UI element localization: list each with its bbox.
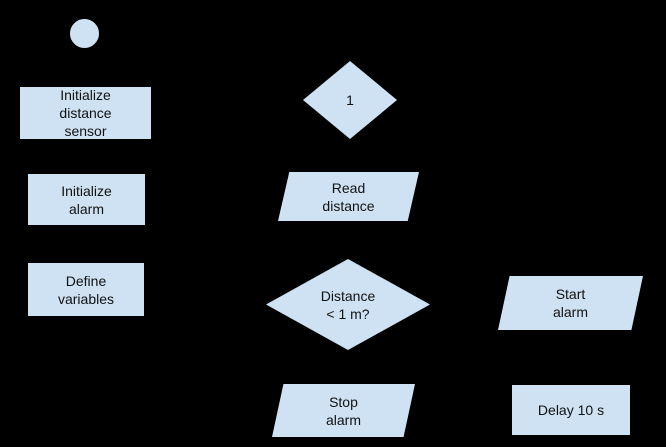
node-label: 1	[346, 92, 354, 108]
node-label: Stop alarm	[325, 393, 361, 428]
process-node-define-variables: Define variables	[27, 262, 145, 317]
start-terminator-node	[69, 18, 100, 49]
node-label: Start alarm	[552, 286, 588, 320]
node-label: Read distance	[322, 179, 375, 214]
node-label: Initialize distance sensor	[59, 87, 112, 139]
process-node-initialize-alarm: Initialize alarm	[27, 173, 146, 226]
process-node-initialize-distance-sensor: Initialize distance sensor	[19, 86, 152, 140]
node-label: Define variables	[57, 272, 115, 307]
node-label: Distance < 1 m?	[320, 287, 376, 322]
decision-node-distance-lt-1m: Distance < 1 m?	[266, 259, 430, 350]
io-node-read-distance: Read distance	[278, 172, 419, 221]
io-node-start-alarm: Start alarm	[498, 276, 643, 330]
node-label: Initialize alarm	[61, 182, 112, 217]
connector-node-1: 1	[303, 61, 397, 139]
process-node-delay-10s: Delay 10 s	[511, 384, 631, 436]
node-label: Delay 10 s	[537, 402, 605, 418]
io-node-stop-alarm: Stop alarm	[272, 384, 415, 437]
